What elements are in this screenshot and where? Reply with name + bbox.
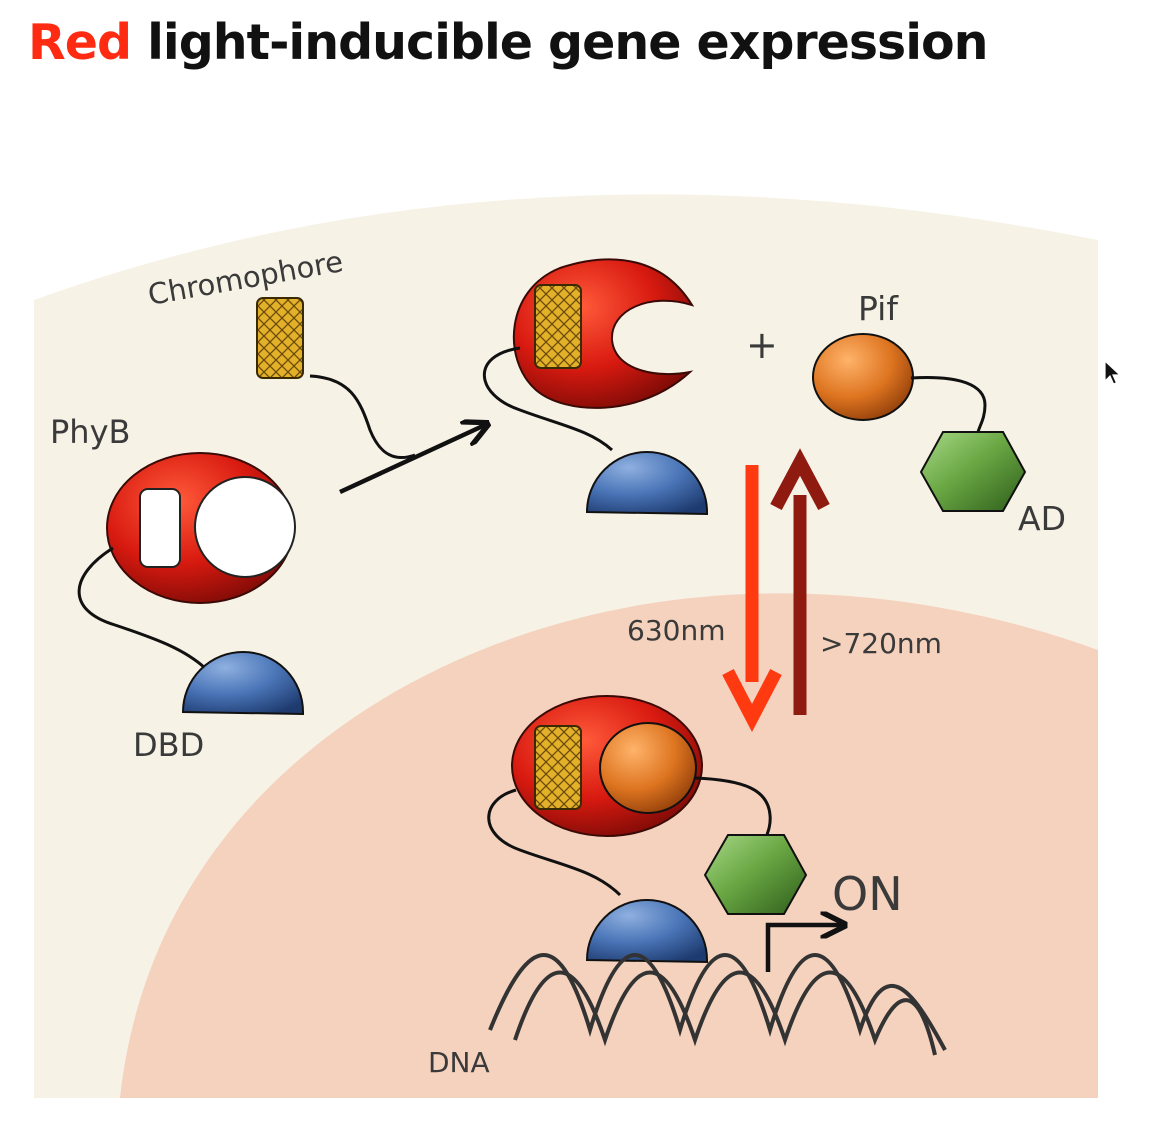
pif-protein <box>812 333 914 421</box>
ad-complex <box>703 834 808 915</box>
wavelength-630-label: 630nm <box>627 614 725 647</box>
dna-label: DNA <box>428 1046 490 1079</box>
title-rest: light-inducible gene expression <box>131 14 988 71</box>
arrow-630nm-head <box>722 668 782 733</box>
dbd-label: DBD <box>133 726 204 764</box>
phyb-active-linker <box>482 346 614 452</box>
mouse-pointer-icon <box>1104 360 1122 385</box>
dna-strand-2 <box>513 970 937 1056</box>
nucleus <box>120 593 1098 1098</box>
arrow-720nm-head <box>770 448 830 511</box>
pif-complex <box>599 722 697 814</box>
transcription-start-arrow <box>765 925 842 972</box>
ad-domain <box>919 431 1027 512</box>
dbd-bound-dna <box>585 899 708 964</box>
pif-label: Pif <box>858 289 899 328</box>
dbd-free <box>181 651 304 716</box>
phyb-linker <box>77 546 207 670</box>
phyb-complex-linker <box>487 788 622 897</box>
activation-arrow <box>339 425 485 495</box>
wavelength-720-label: >720nm <box>820 627 942 660</box>
chromophore-bound-top <box>534 284 582 369</box>
chromophore-block <box>256 297 304 379</box>
chromophore-complex <box>534 725 582 810</box>
dna-strand-1 <box>488 953 947 1051</box>
on-label: ON <box>832 867 903 921</box>
phyb-empty-pocket <box>139 488 181 568</box>
pif-complex-linker <box>694 776 772 841</box>
dbd-active <box>585 451 708 516</box>
chromophore-link-curve <box>309 374 416 460</box>
page-title: Red light-inducible gene expression <box>28 14 989 71</box>
ad-label: AD <box>1018 499 1066 538</box>
pif-linker <box>910 375 987 433</box>
title-accent-word: Red <box>28 14 132 71</box>
phyb-label: PhyB <box>50 413 130 451</box>
plus-sign: + <box>746 323 778 367</box>
phyb-empty-site <box>194 476 296 578</box>
